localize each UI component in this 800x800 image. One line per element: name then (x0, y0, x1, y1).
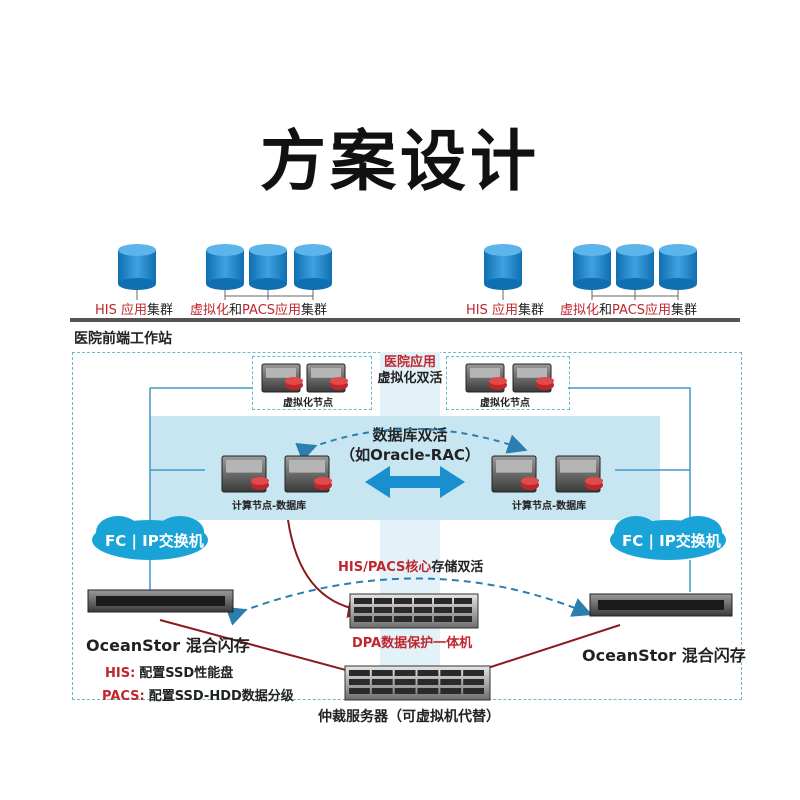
virt-pacs-cluster-label-left: 虚拟化和PACS应用集群 (190, 303, 328, 318)
oceanstor-left-label: OceanStor 混合闪存 (86, 636, 250, 655)
server-icon (465, 363, 507, 393)
compute-node-left-label: 计算节点-数据库 (232, 501, 307, 512)
storage-replication-arc (225, 577, 593, 626)
server-icon (512, 363, 554, 393)
oceanstor-right (589, 593, 733, 617)
server-icon (555, 455, 603, 493)
oceanstor-right-label: OceanStor 混合闪存 (582, 646, 746, 665)
fc-switch-right-label: FC | IP交换机 (622, 532, 721, 550)
database-icon (659, 244, 697, 300)
database-cluster-icons (118, 244, 697, 300)
oceanstor-left (87, 589, 234, 613)
fc-switch-left (92, 516, 208, 560)
server-icon (284, 455, 332, 493)
db-replication-arc (295, 428, 528, 462)
his-config-note: HIS:配置SSD性能盘 (105, 666, 234, 681)
fc-switch-left-label: FC | IP交换机 (105, 532, 204, 550)
server-icon (221, 455, 269, 493)
database-icon (484, 244, 522, 300)
arbiter-label: 仲裁服务器（可虚拟机代替） (318, 709, 500, 725)
database-icon (206, 244, 244, 300)
server-icon (306, 363, 348, 393)
separator-bar (70, 318, 740, 322)
dpa-label: DPA数据保护一体机 (352, 636, 473, 651)
server-icon (491, 455, 539, 493)
pacs-config-note: PACS:配置SSD-HDD数据分级 (102, 689, 294, 704)
core-storage-active-label: HIS/PACS核心存储双活 (338, 560, 484, 575)
backup-link (287, 519, 368, 618)
app-virtualization-active: 医院应用 虚拟化双活 (377, 355, 443, 386)
database-icon (616, 244, 654, 300)
network-links (149, 387, 691, 592)
db-double-arrow (365, 466, 465, 498)
server-icon (261, 363, 303, 393)
his-cluster-label-left: HIS 应用集群 (95, 303, 174, 318)
arbiter-server (344, 665, 491, 701)
workstation-zone-label: 医院前端工作站 (74, 331, 172, 347)
database-icon (118, 244, 156, 300)
his-cluster-label-right: HIS 应用集群 (466, 303, 545, 318)
database-icon (294, 244, 332, 300)
compute-node-right-label: 计算节点-数据库 (512, 501, 587, 512)
dpa-appliance (349, 593, 479, 629)
fc-switch-right (610, 516, 726, 560)
database-icon (249, 244, 287, 300)
database-icon (573, 244, 611, 300)
center-vertical-strip (380, 352, 440, 698)
page-title: 方案设计 (260, 123, 540, 200)
virt-pacs-cluster-label-right: 虚拟化和PACS应用集群 (560, 303, 698, 318)
virt-node-right-label: 虚拟化节点 (480, 398, 530, 409)
virt-node-left-label: 虚拟化节点 (283, 398, 333, 409)
